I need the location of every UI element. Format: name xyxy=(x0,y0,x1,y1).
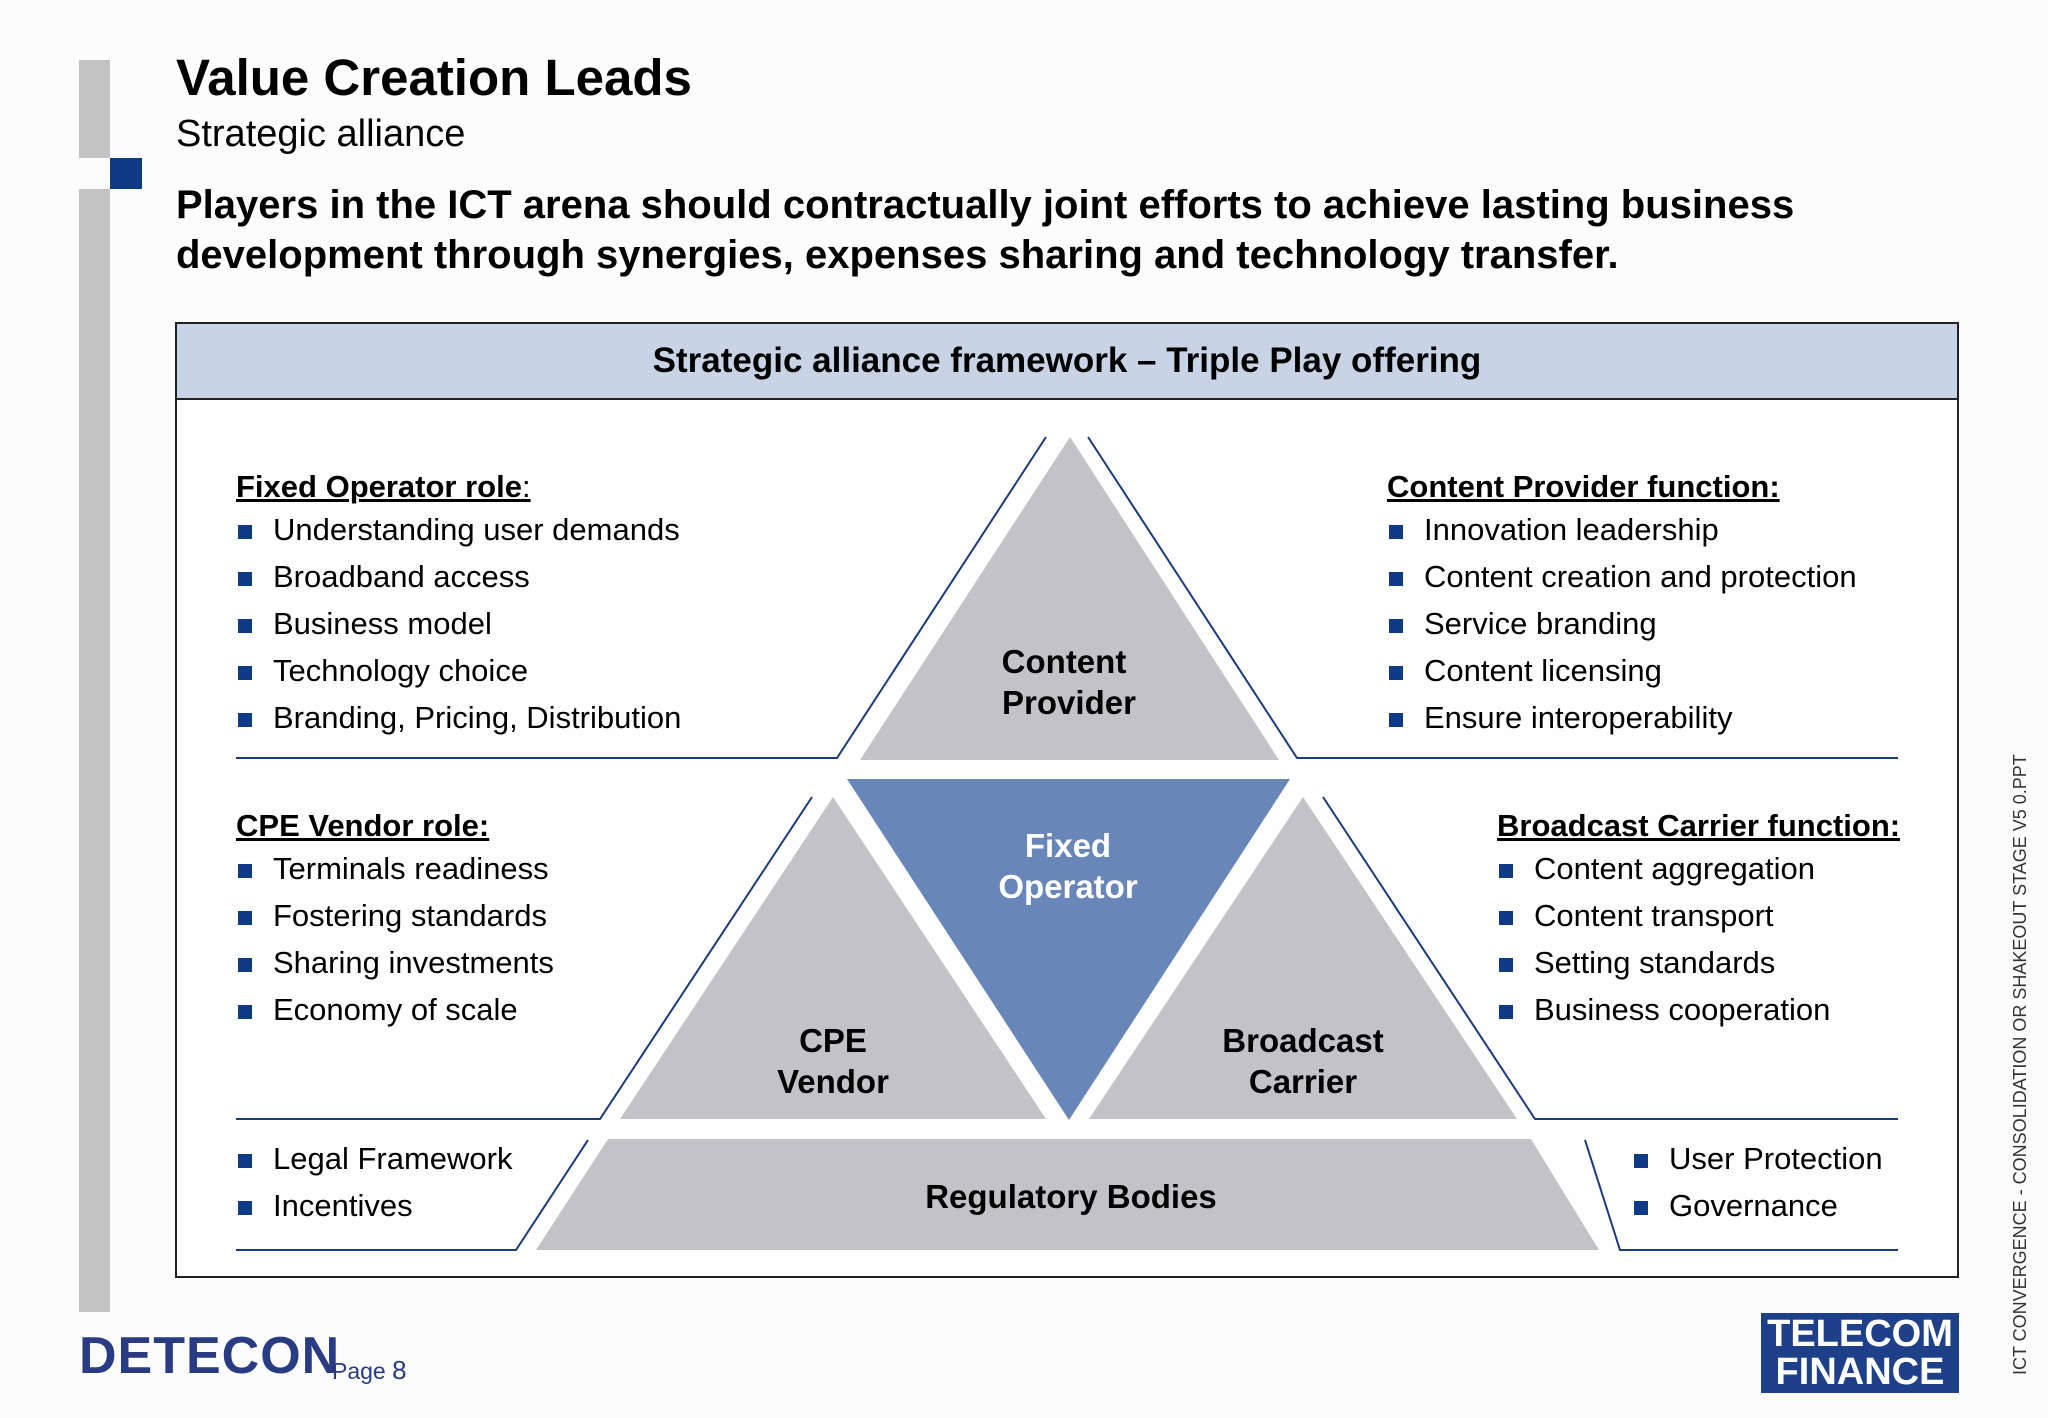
list-item: Content creation and protection xyxy=(1387,553,1857,600)
label-cpe-vendor-line1: CPE xyxy=(799,1022,867,1059)
triangle-fixed-operator xyxy=(847,779,1290,1120)
side-accent-bar-top xyxy=(79,60,110,158)
fixed-operator-role-heading-text: Fixed Operator role xyxy=(236,469,522,504)
telecom-finance-logo-line1: TELECOM xyxy=(1767,1313,1953,1355)
regulatory-left-list: Legal Framework Incentives xyxy=(236,1135,512,1229)
framework-title: Strategic alliance framework – Triple Pl… xyxy=(177,324,1957,400)
side-accent-square xyxy=(110,158,142,189)
content-provider-function: Content Provider function: Innovation le… xyxy=(1387,468,1857,741)
broadcast-carrier-function-heading: Broadcast Carrier function: xyxy=(1497,808,1901,843)
telecom-finance-logo-line2: FINANCE xyxy=(1775,1351,1945,1393)
list-item: Governance xyxy=(1632,1182,1883,1229)
headline: Players in the ICT arena should contract… xyxy=(176,183,1795,277)
list-item: Fostering standards xyxy=(236,892,554,939)
list-item: Economy of scale xyxy=(236,986,554,1033)
fixed-operator-role-heading: Fixed Operator role: xyxy=(236,468,681,506)
list-item: Business cooperation xyxy=(1497,986,1900,1033)
connector-line-middle-left xyxy=(236,796,813,1120)
cpe-vendor-role-list: Terminals readiness Fostering standards … xyxy=(236,845,554,1033)
label-cpe-vendor-line2: Vendor xyxy=(777,1063,889,1100)
list-item: User Protection xyxy=(1632,1135,1883,1182)
content-provider-function-list: Innovation leadership Content creation a… xyxy=(1387,506,1857,741)
detecon-logo: DETECON xyxy=(79,1327,341,1385)
list-item: Branding, Pricing, Distribution xyxy=(236,694,681,741)
list-item: Sharing investments xyxy=(236,939,554,986)
label-content-provider-line2: Provider xyxy=(1002,684,1136,721)
connector-line-bottom-left xyxy=(236,1139,589,1251)
list-item: Innovation leadership xyxy=(1387,506,1857,553)
list-item: Content aggregation xyxy=(1497,845,1900,892)
triangle-cpe-vendor xyxy=(620,797,1046,1119)
side-accent-bar-bottom xyxy=(79,189,110,1312)
list-item: Business model xyxy=(236,600,681,647)
label-content-provider-line1: Content xyxy=(1002,643,1127,680)
label-broadcast-carrier-line2: Carrier xyxy=(1249,1063,1357,1100)
regulatory-left: Legal Framework Incentives xyxy=(236,1135,512,1229)
telecom-finance-logo: TELECOM FINANCE xyxy=(1761,1313,1959,1393)
fixed-operator-role: Fixed Operator role: Understanding user … xyxy=(236,468,681,741)
list-item: Understanding user demands xyxy=(236,506,681,553)
page-number: 8 xyxy=(392,1355,407,1385)
broadcast-carrier-function-list: Content aggregation Content transport Se… xyxy=(1497,845,1900,1033)
page-title: Value Creation Leads xyxy=(176,49,692,106)
connector-lines xyxy=(236,436,1898,1251)
page-label: Page xyxy=(332,1358,386,1384)
list-item: Content licensing xyxy=(1387,647,1857,694)
triangle-broadcast-carrier xyxy=(1089,797,1517,1119)
list-item: Service branding xyxy=(1387,600,1857,647)
connector-line-bottom-right xyxy=(1584,1139,1898,1251)
label-broadcast-carrier-line1: Broadcast xyxy=(1222,1022,1383,1059)
fixed-operator-role-heading-colon: : xyxy=(521,469,531,504)
list-item: Content transport xyxy=(1497,892,1900,939)
label-regulatory-bodies: Regulatory Bodies xyxy=(925,1178,1217,1215)
page-indicator: Page 8 xyxy=(332,1355,407,1386)
page-subtitle: Strategic alliance xyxy=(176,113,466,155)
regulatory-right: User Protection Governance xyxy=(1632,1135,1883,1229)
label-fixed-operator-line2: Operator xyxy=(998,868,1138,905)
list-item: Incentives xyxy=(236,1182,512,1229)
cpe-vendor-role: CPE Vendor role: Terminals readiness Fos… xyxy=(236,807,554,1033)
label-fixed-operator-line1: Fixed xyxy=(1025,827,1111,864)
content-provider-function-heading: Content Provider function: xyxy=(1387,469,1780,504)
connector-line-top-left xyxy=(236,436,1047,759)
fixed-operator-role-list: Understanding user demands Broadband acc… xyxy=(236,506,681,741)
list-item: Terminals readiness xyxy=(236,845,554,892)
connector-line-top-right xyxy=(1087,436,1898,759)
list-item: Technology choice xyxy=(236,647,681,694)
list-item: Setting standards xyxy=(1497,939,1900,986)
list-item: Legal Framework xyxy=(236,1135,512,1182)
regulatory-right-list: User Protection Governance xyxy=(1632,1135,1883,1229)
cpe-vendor-role-heading: CPE Vendor role: xyxy=(236,808,490,843)
triangle-content-provider xyxy=(860,437,1279,760)
broadcast-carrier-function: Broadcast Carrier function: Content aggr… xyxy=(1497,807,1900,1033)
trapezoid-regulatory-bodies xyxy=(536,1139,1599,1250)
file-name-note: ICT CONVERGENCE - CONSOLIDATION OR SHAKE… xyxy=(2010,754,2030,1375)
list-item: Broadband access xyxy=(236,553,681,600)
connector-line-middle-right xyxy=(1322,796,1898,1120)
list-item: Ensure interoperability xyxy=(1387,694,1857,741)
